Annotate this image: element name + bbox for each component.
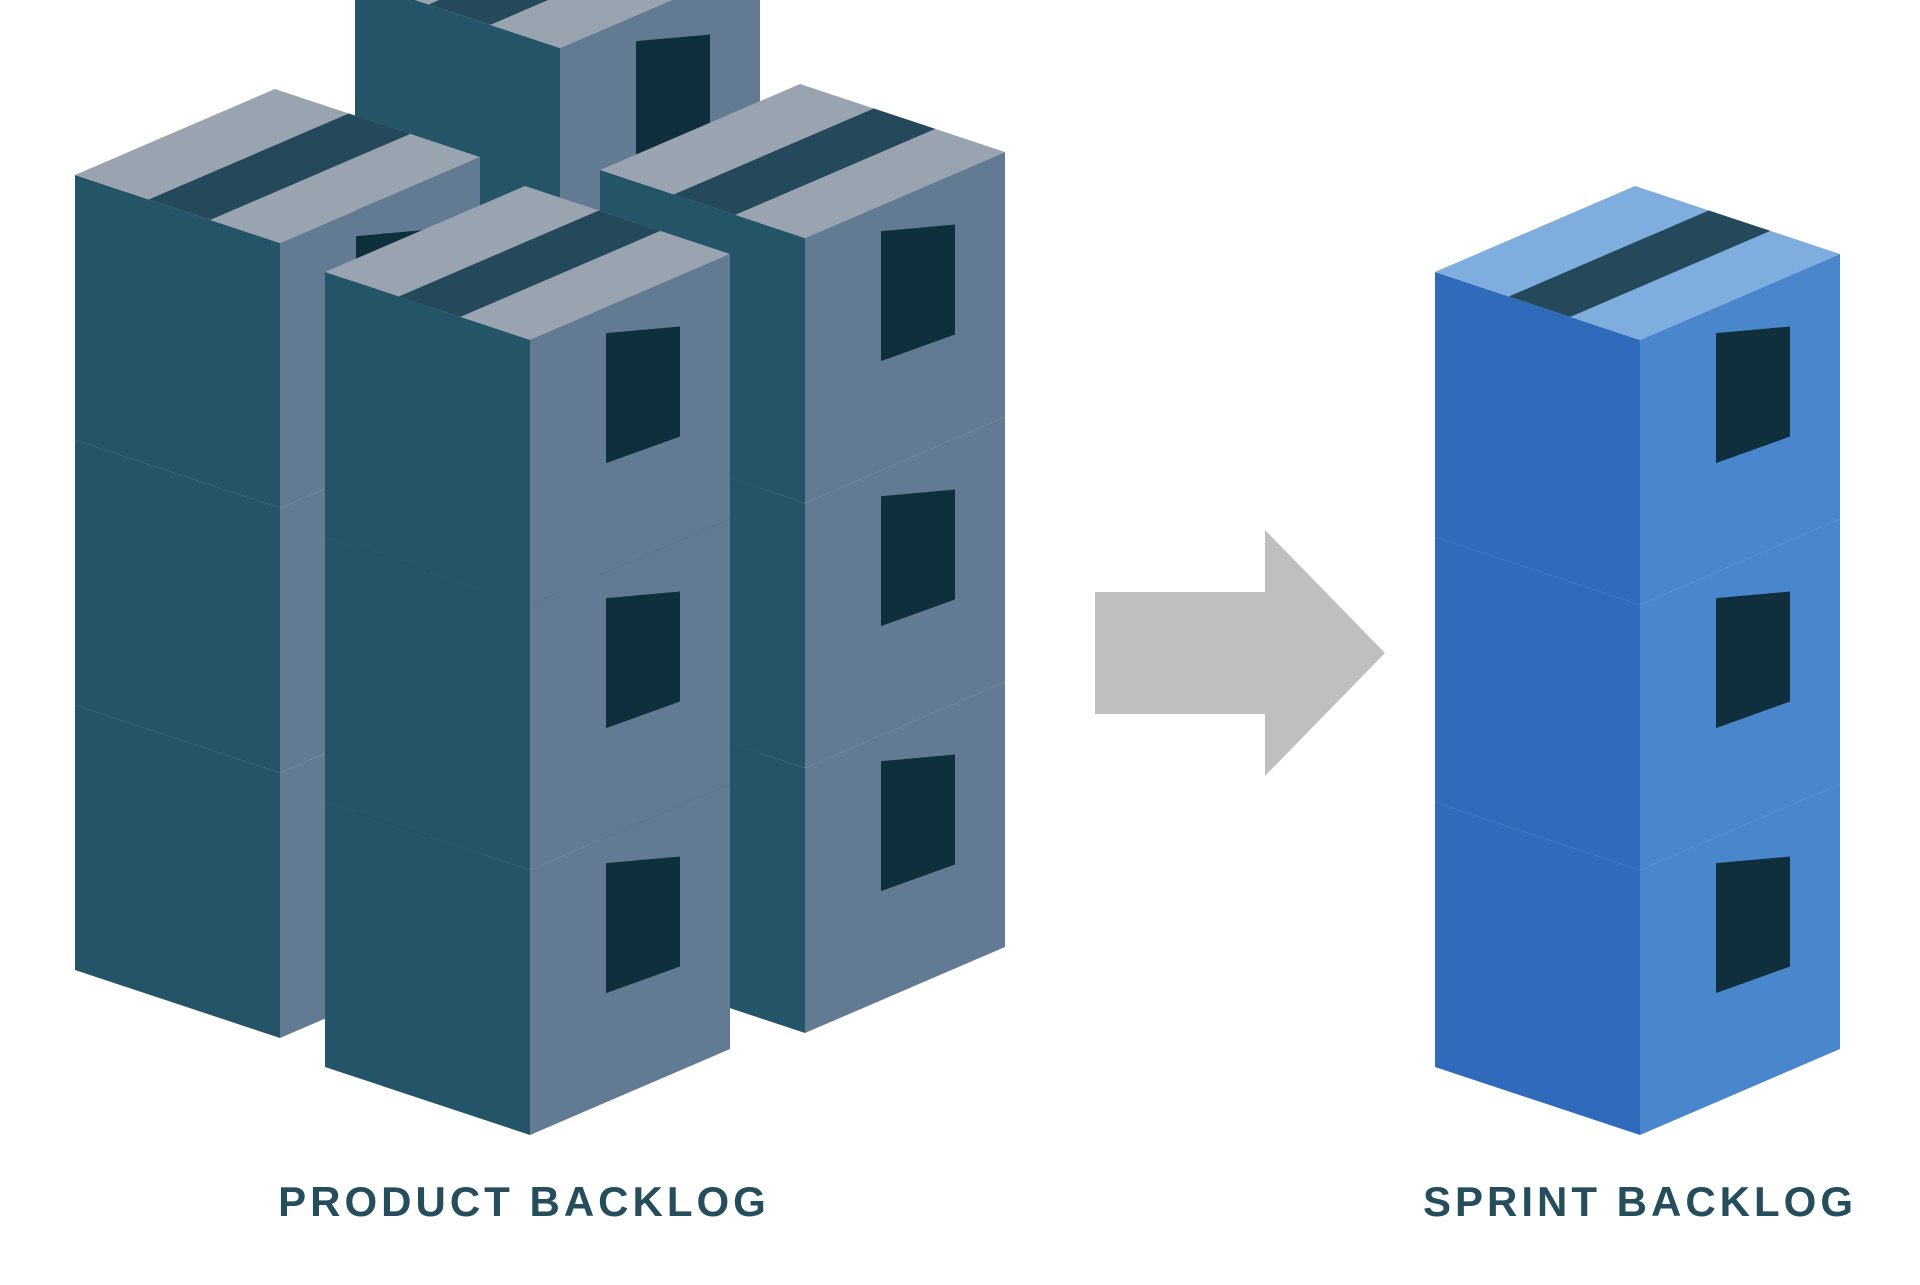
sprint-backlog-stack bbox=[1435, 186, 1840, 1135]
box-top-tape bbox=[148, 113, 411, 220]
box-front-face bbox=[75, 705, 280, 1038]
box-icon bbox=[1435, 519, 1840, 870]
product-backlog-stack bbox=[75, 0, 1005, 1135]
box-tape-flap bbox=[1716, 326, 1790, 464]
product-backlog-caption: PRODUCT BACKLOG bbox=[278, 1178, 770, 1225]
box-front-face bbox=[75, 175, 280, 508]
box-front-face bbox=[1435, 272, 1640, 605]
box-top-tape bbox=[428, 0, 549, 25]
box-icon bbox=[325, 519, 730, 870]
box-front-face bbox=[75, 440, 280, 773]
box-top-tape bbox=[673, 108, 936, 215]
box-front-face bbox=[325, 272, 530, 605]
box-tape-flap bbox=[881, 489, 955, 627]
box-front-face bbox=[325, 802, 530, 1135]
box-icon bbox=[1435, 784, 1840, 1135]
box-top-tape bbox=[1508, 210, 1771, 317]
arrow-right-icon bbox=[1095, 530, 1385, 776]
box-front-face bbox=[325, 537, 530, 870]
box-icon bbox=[1435, 186, 1840, 605]
box-front-face bbox=[1435, 537, 1640, 870]
box-icon bbox=[325, 186, 730, 605]
box-tape-flap bbox=[1716, 591, 1790, 729]
box-icon bbox=[325, 784, 730, 1135]
sprint-backlog-caption: SPRINT BACKLOG bbox=[1423, 1178, 1857, 1225]
box-tape-flap bbox=[881, 224, 955, 362]
box-tape-flap bbox=[606, 856, 680, 994]
box-tape-flap bbox=[1716, 856, 1790, 994]
box-front-face bbox=[1435, 802, 1640, 1135]
box-top-tape bbox=[398, 210, 661, 317]
box-tape-flap bbox=[881, 754, 955, 892]
box-tape-flap bbox=[606, 591, 680, 729]
box-tape-flap bbox=[606, 326, 680, 464]
